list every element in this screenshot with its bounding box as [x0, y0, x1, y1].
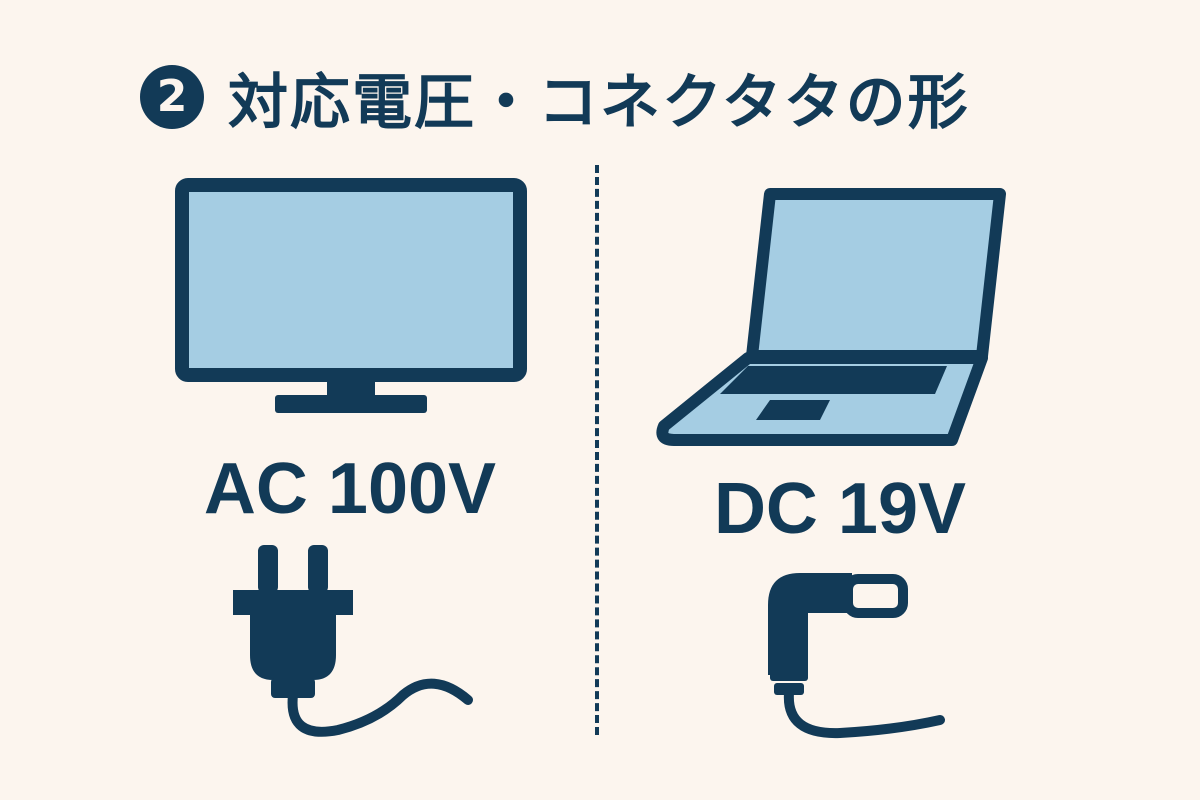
dashed-divider — [595, 165, 599, 735]
tv-monitor-icon — [175, 178, 527, 413]
laptop-icon — [656, 188, 1006, 446]
ac-voltage-label: AC 100V — [203, 449, 497, 529]
diagram-title: 対応電圧・コネクタタの形 — [228, 67, 970, 138]
title-row: 2 対応電圧・コネクタタの形 — [140, 42, 970, 152]
dc-voltage-label: DC 19V — [713, 469, 967, 549]
ac-plug-icon — [233, 545, 473, 737]
dc-barrel-plug-icon — [768, 573, 945, 739]
step-number-badge: 2 — [140, 65, 204, 129]
